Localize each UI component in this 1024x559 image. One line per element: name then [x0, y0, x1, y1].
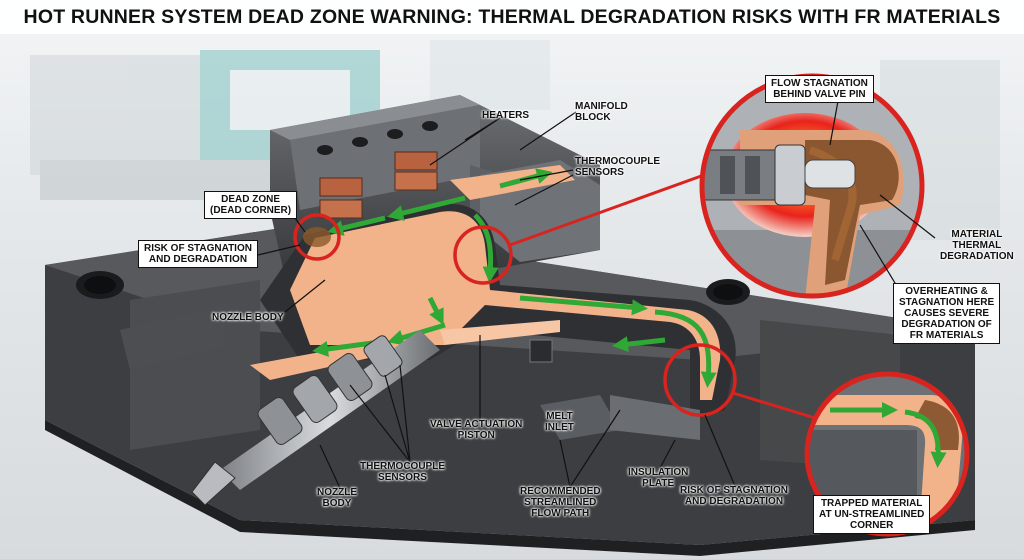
leader-lines	[257, 89, 936, 489]
label-flow-stagnation: FLOW STAGNATION BEHIND VALVE PIN	[765, 75, 874, 103]
warning-circle-icon	[293, 213, 341, 261]
label-thermocouple-sensors-bottom: THERMOCOUPLE SENSORS	[360, 461, 445, 483]
label-risk-left: RISK OF STAGNATION AND DEGRADATION	[138, 240, 258, 268]
label-heaters: HEATERS	[482, 110, 530, 121]
zoom-detail-valve-pin	[699, 73, 925, 299]
flow-arrows	[312, 168, 717, 388]
label-overheating-note: OVERHEATING & STAGNATION HERE CAUSES SEV…	[893, 283, 1001, 344]
callout-connectors	[509, 173, 816, 420]
heater-bands	[319, 151, 440, 274]
label-material-thermal-degradation: MATERIAL THERMAL DEGRADATION	[940, 229, 1014, 262]
label-nozzle-body-left: NOZZLE BODY	[212, 312, 284, 323]
warning-markers	[293, 213, 737, 417]
label-valve-actuation-piston: VALVE ACTUATION PISTON	[430, 419, 523, 441]
label-dead-zone: DEAD ZONE (DEAD CORNER)	[204, 191, 298, 219]
flow-arrow-icon	[473, 213, 499, 283]
label-thermocouple-sensors-top: THERMOCOUPLE SENSORS	[575, 156, 660, 178]
flow-arrow-icon	[327, 215, 386, 236]
flow-arrow-icon	[427, 296, 444, 326]
zoom-detail-corner	[804, 371, 970, 537]
flow-arrow-icon	[387, 195, 466, 221]
warning-circle-icon	[663, 343, 737, 417]
label-trapped-material: TRAPPED MATERIAL AT UN-STREAMLINED CORNE…	[813, 495, 931, 534]
nozzle-assembly	[120, 305, 700, 506]
label-risk-right: RISK OF STAGNATION AND DEGRADATION	[680, 485, 788, 507]
label-insulation-plate: INSULATION PLATE	[628, 467, 689, 489]
label-manifold-block: MANIFOLD BLOCK	[575, 101, 628, 123]
label-recommended-flow-path: RECOMMENDED STREAMLINED FLOW PATH	[520, 486, 601, 519]
label-melt-inlet: MELT INLET	[545, 411, 574, 433]
flow-arrow-icon	[612, 336, 666, 353]
flow-arrow-icon	[519, 295, 648, 316]
warning-circle-icon	[453, 225, 513, 285]
label-nozzle-body-bottom: NOZZLE BODY	[317, 487, 357, 509]
page-title: HOT RUNNER SYSTEM DEAD ZONE WARNING: THE…	[0, 0, 1024, 34]
flow-arrow-icon	[654, 309, 717, 388]
